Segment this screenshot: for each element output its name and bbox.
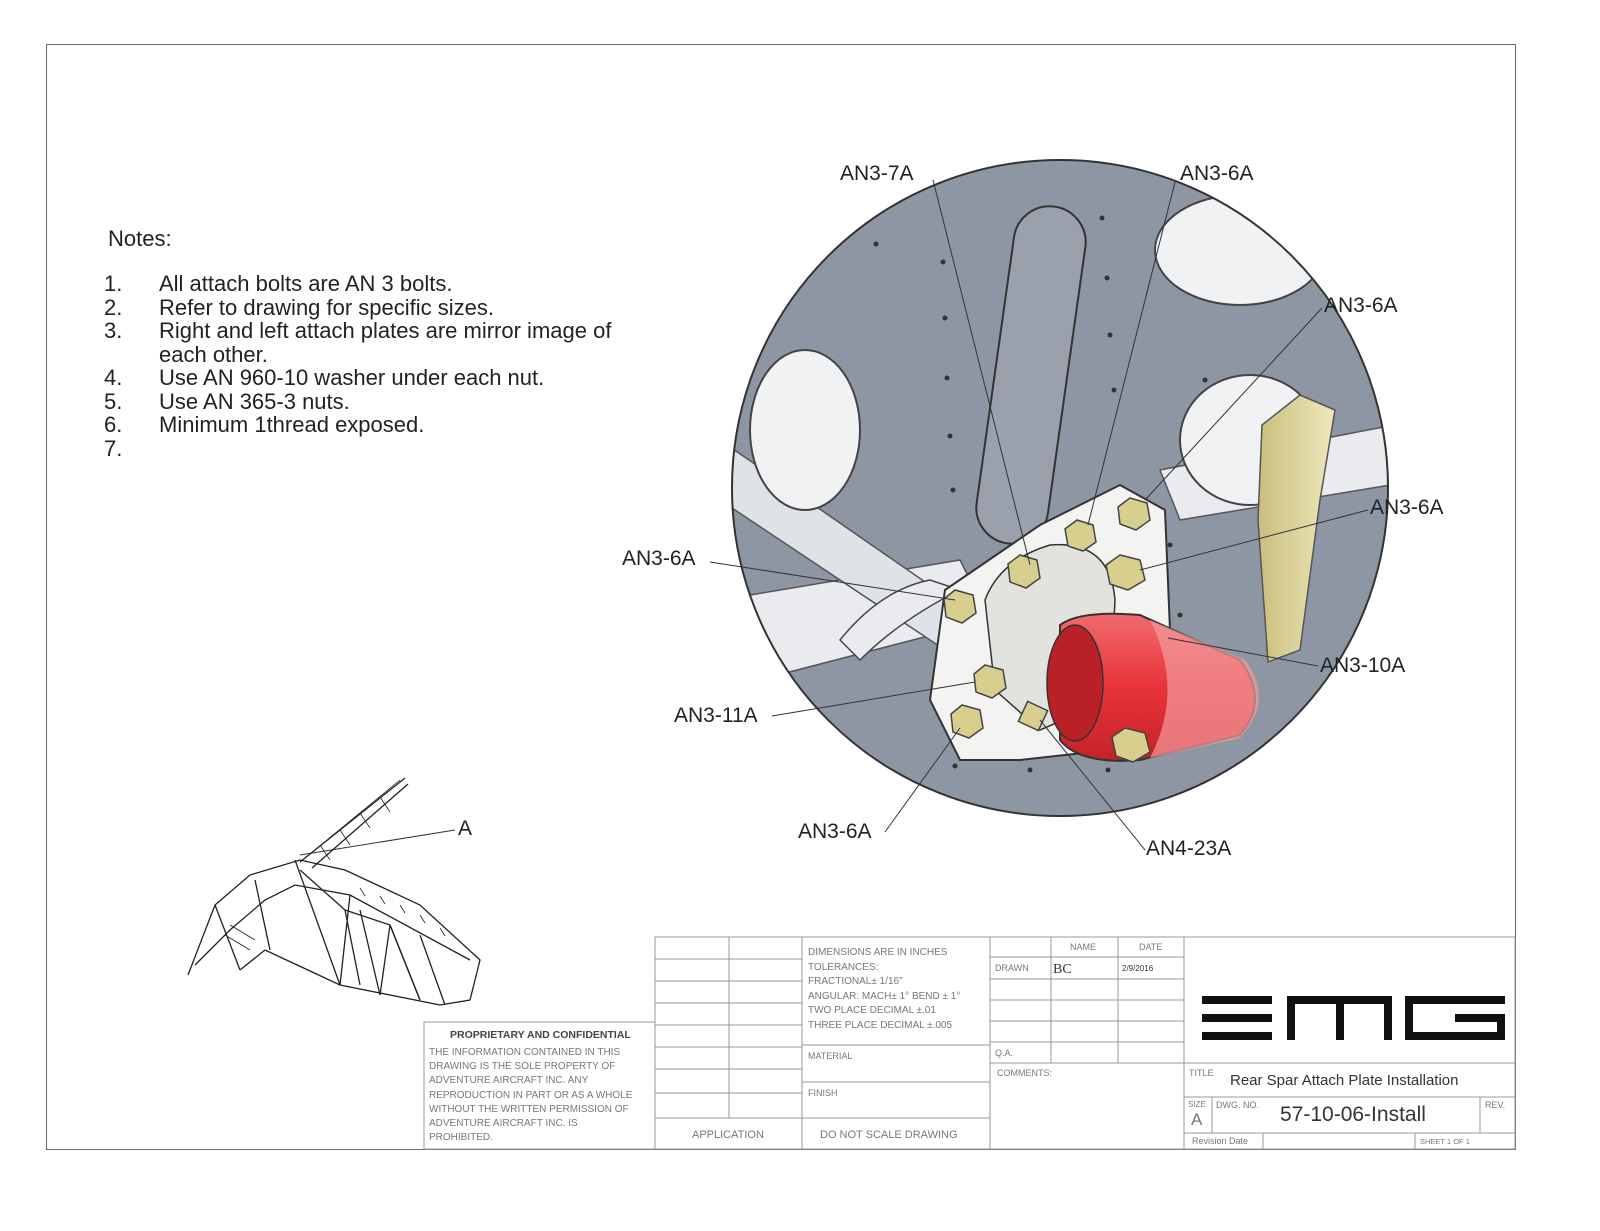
name-header: NAME	[1070, 942, 1097, 952]
comments-label: COMMENTS:	[997, 1068, 1052, 1078]
callout-an3-6a-top: AN3-6A	[1180, 162, 1254, 185]
spacer-face	[1046, 624, 1104, 742]
callout-an3-7a: AN3-7A	[840, 162, 914, 185]
dwg-no-label: DWG. NO.	[1216, 1100, 1259, 1110]
proprietary-text: THE INFORMATION CONTAINED IN THIS DRAWIN…	[429, 1047, 633, 1144]
fuselage-isometric-view	[187, 777, 481, 1006]
drawn-date: 2/9/2016	[1122, 964, 1154, 973]
callout-an3-6a-right: AN3-6A	[1370, 496, 1444, 519]
callout-an3-10a: AN3-10A	[1320, 654, 1406, 677]
drawing-title: Rear Spar Attach Plate Installation	[1230, 1072, 1459, 1089]
do-not-scale-label: DO NOT SCALE DRAWING	[820, 1129, 958, 1141]
rev-label: REV.	[1485, 1100, 1506, 1110]
drawing-sheet-border	[46, 44, 1516, 1150]
qa-label: Q.A.	[995, 1048, 1014, 1058]
drawn-by-initials: BC	[1053, 962, 1072, 977]
callout-detail-a: A	[458, 817, 473, 840]
callout-an3-6a-left: AN3-6A	[622, 547, 696, 570]
callout-an4-23a: AN4-23A	[1146, 837, 1232, 860]
date-header: DATE	[1139, 942, 1163, 952]
title-label: TITLE	[1189, 1068, 1214, 1078]
spacer-tube	[1150, 620, 1259, 758]
proprietary-title: PROPRIETARY AND CONFIDENTIAL	[450, 1029, 631, 1041]
finish-label: FINISH	[808, 1088, 838, 1098]
fuselage-stringers	[224, 779, 446, 951]
sheet-size: A	[1191, 1110, 1203, 1129]
callout-an3-6a-upper-right: AN3-6A	[1324, 294, 1398, 317]
lightening-hole	[1154, 194, 1326, 306]
notes-title: Notes:	[108, 226, 172, 251]
material-label: MATERIAL	[808, 1051, 853, 1061]
tolerance-notes: DIMENSIONS ARE IN INCHES TOLERANCES: FRA…	[808, 947, 961, 1031]
revision-date-label: Revision Date	[1192, 1136, 1249, 1146]
callout-an3-11a: AN3-11A	[674, 704, 758, 727]
detail-circle	[732, 160, 1388, 816]
detail-circle-outline	[731, 159, 1389, 817]
sheet-number: SHEET 1 OF 1	[1420, 1137, 1470, 1146]
callout-an3-6a-bottom: AN3-6A	[798, 820, 872, 843]
size-label: SIZE	[1188, 1100, 1206, 1109]
leader-lines	[299, 179, 1369, 856]
drawing-number: 57-10-06-Install	[1280, 1103, 1426, 1126]
lightening-hole	[749, 349, 861, 511]
application-label: APPLICATION	[692, 1129, 764, 1141]
notes-list: 1.All attach bolts are AN 3 bolts. 2.Ref…	[104, 271, 612, 461]
drawn-label: DRAWN	[995, 963, 1029, 973]
